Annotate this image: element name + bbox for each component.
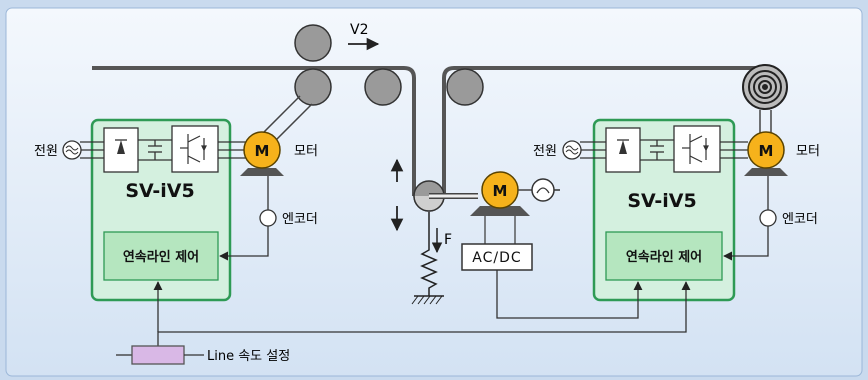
- right-motor-label: 모터: [796, 144, 820, 159]
- web-path: [92, 66, 760, 196]
- left-encoder-icon: [259, 209, 277, 227]
- right-encoder-label: 엔코더: [782, 212, 818, 227]
- nip-roller-top: [294, 24, 332, 62]
- dancer-spring: [420, 212, 438, 296]
- winder-reel: [742, 64, 788, 110]
- left-control-label: 연속라인 제어: [123, 249, 199, 265]
- right-encoder-icon: [759, 209, 777, 227]
- speed-label: V2: [350, 22, 368, 38]
- right-drive: 전원 SV-iV5 연속라인 제어 M 모터 엔코더: [533, 118, 820, 302]
- guide-roller-2: [446, 68, 484, 106]
- acdc-label: AC/DC: [472, 250, 521, 266]
- left-encoder-feedback: [219, 226, 269, 261]
- dancer-motor: M: [470, 171, 560, 244]
- right-drive-title: SV-iV5: [627, 190, 696, 212]
- left-power-label: 전원: [34, 144, 58, 159]
- dancer-motor-symbol: M: [493, 182, 508, 200]
- left-motor-label: 모터: [294, 144, 318, 159]
- dancer: F: [390, 158, 478, 305]
- left-motor-icon: [243, 131, 281, 169]
- right-power-source-icon: [562, 140, 582, 160]
- line-speed-setter: [131, 345, 185, 365]
- right-motor-symbol: M: [759, 142, 774, 160]
- line-speed-setting-label: Line 속도 설정: [207, 349, 290, 364]
- left-drive: 전원 SV-iV5 연속라인 제어 M 모터 엔코더: [34, 118, 318, 302]
- speed-bus-line: [157, 281, 691, 350]
- left-motor-symbol: M: [255, 142, 270, 160]
- right-encoder-feedback: [723, 226, 769, 261]
- right-motor-icon: [747, 131, 785, 169]
- left-encoder-label: 엔코더: [282, 212, 318, 227]
- acdc-to-right-drive: [496, 270, 643, 319]
- roller-group: [294, 24, 484, 106]
- right-power-label: 전원: [533, 144, 557, 159]
- guide-roller-1: [364, 68, 402, 106]
- left-power-source-icon: [62, 140, 82, 160]
- right-control-box: [605, 231, 723, 281]
- left-inverter-icon: [171, 125, 219, 173]
- right-control-label: 연속라인 제어: [626, 249, 702, 265]
- acdc-converter: [461, 243, 533, 271]
- left-drive-title: SV-iV5: [125, 180, 194, 202]
- right-inverter-icon: [673, 125, 721, 173]
- dancer-potentiometer-icon: [531, 178, 555, 202]
- left-control-box: [103, 231, 219, 281]
- force-label: F: [444, 232, 452, 248]
- nip-roller-bottom: [294, 68, 332, 106]
